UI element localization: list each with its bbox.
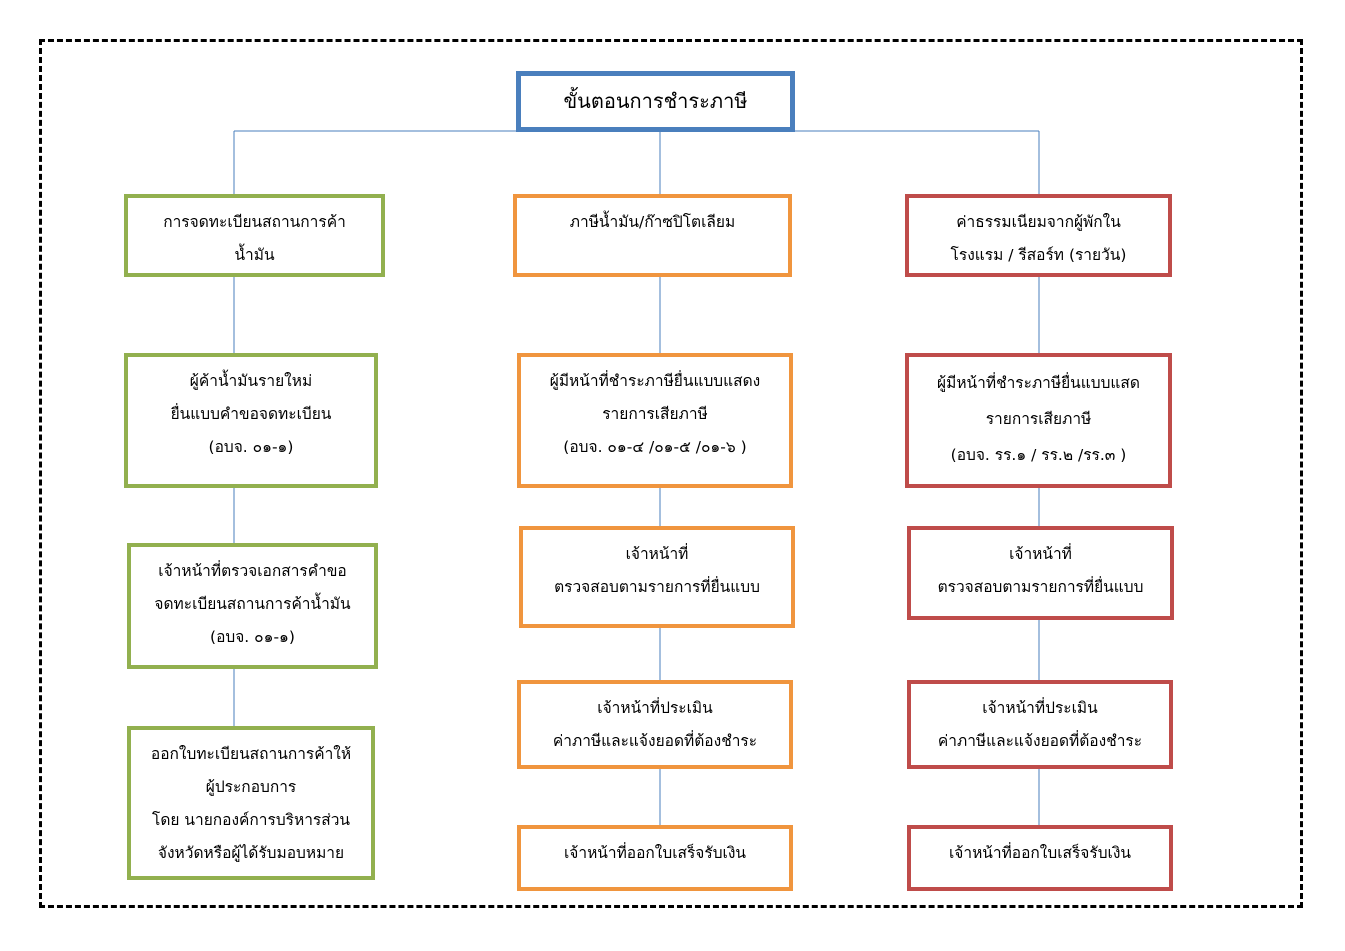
right-box-3-line-2: ตรวจสอบตามรายการที่ยื่นแบบ bbox=[937, 578, 1144, 596]
middle-box-3: เจ้าหน้าที่ ตรวจสอบตามรายการที่ยื่นแบบ bbox=[519, 526, 795, 628]
middle-box-5: เจ้าหน้าที่ออกใบเสร็จรับเงิน bbox=[517, 825, 793, 891]
right-box-1-line-2: โรงแรม / รีสอร์ท (รายวัน) bbox=[950, 246, 1127, 264]
middle-box-5-line-1: เจ้าหน้าที่ออกใบเสร็จรับเงิน bbox=[563, 844, 747, 862]
middle-box-4: เจ้าหน้าที่ประเมิน ค่าภาษีและแจ้งยอดที่ต… bbox=[517, 680, 793, 769]
right-box-2-line-1: ผู้มีหน้าที่ชำระภาษียื่นแบบแสด bbox=[937, 374, 1140, 392]
right-box-5: เจ้าหน้าที่ออกใบเสร็จรับเงิน bbox=[907, 825, 1173, 891]
right-box-1-line-1: ค่าธรรมเนียมจากผู้พักใน bbox=[956, 213, 1121, 231]
left-box-1: การจดทะเบียนสถานการค้า น้ำมัน bbox=[124, 194, 385, 277]
left-box-4-line-2: ผู้ประกอบการ bbox=[205, 778, 297, 796]
right-box-1: ค่าธรรมเนียมจากผู้พักใน โรงแรม / รีสอร์ท… bbox=[905, 194, 1172, 277]
middle-box-1: ภาษีน้ำมัน/ก๊าซปิโตเลียม bbox=[513, 194, 792, 277]
right-box-5-line-1: เจ้าหน้าที่ออกใบเสร็จรับเงิน bbox=[948, 844, 1132, 862]
left-box-3-line-2: จดทะเบียนสถานการค้าน้ำมัน bbox=[154, 595, 351, 613]
right-box-4: เจ้าหน้าที่ประเมิน ค่าภาษีและแจ้งยอดที่ต… bbox=[907, 680, 1173, 769]
right-box-2: ผู้มีหน้าที่ชำระภาษียื่นแบบแสด รายการเสี… bbox=[905, 353, 1172, 488]
right-box-2-line-2: รายการเสียภาษี bbox=[985, 410, 1092, 428]
right-box-3: เจ้าหน้าที่ ตรวจสอบตามรายการที่ยื่นแบบ bbox=[907, 526, 1174, 620]
middle-box-4-line-2: ค่าภาษีและแจ้งยอดที่ต้องชำระ bbox=[552, 732, 758, 750]
left-box-1-line-1: การจดทะเบียนสถานการค้า bbox=[163, 213, 346, 231]
middle-box-1-line-1: ภาษีน้ำมัน/ก๊าซปิโตเลียม bbox=[569, 213, 736, 231]
left-box-4-line-1: ออกใบทะเบียนสถานการค้าให้ bbox=[150, 745, 352, 763]
middle-box-3-line-2: ตรวจสอบตามรายการที่ยื่นแบบ bbox=[554, 578, 760, 596]
middle-box-2: ผู้มีหน้าที่ชำระภาษียื่นแบบแสดง รายการเส… bbox=[517, 353, 793, 488]
left-box-4-line-4: จังหวัดหรือผู้ได้รับมอบหมาย bbox=[157, 844, 345, 862]
left-box-3-line-3: (อบจ. ๐๑-๑) bbox=[210, 628, 295, 646]
left-box-2-line-1: ผู้ค้าน้ำมันรายใหม่ bbox=[189, 372, 313, 390]
left-box-1-line-2: น้ำมัน bbox=[234, 246, 275, 264]
right-box-3-line-1: เจ้าหน้าที่ bbox=[1009, 545, 1072, 563]
title-text: ขั้นตอนการชำระภาษี bbox=[563, 89, 748, 113]
title-box: ขั้นตอนการชำระภาษี bbox=[516, 71, 795, 132]
left-box-4: ออกใบทะเบียนสถานการค้าให้ ผู้ประกอบการ โ… bbox=[127, 726, 375, 880]
middle-box-2-line-1: ผู้มีหน้าที่ชำระภาษียื่นแบบแสดง bbox=[549, 372, 761, 390]
middle-box-3-line-1: เจ้าหน้าที่ bbox=[625, 545, 689, 563]
middle-box-4-line-1: เจ้าหน้าที่ประเมิน bbox=[597, 699, 713, 717]
right-box-4-line-1: เจ้าหน้าที่ประเมิน bbox=[982, 699, 1098, 717]
left-box-2-line-2: ยื่นแบบคำขอจดทะเบียน bbox=[170, 405, 332, 423]
left-box-2-line-3: (อบจ. ๐๑-๑) bbox=[208, 438, 294, 456]
middle-box-2-line-3: (อบจ. ๐๑-๔ /๐๑-๕ /๐๑-๖ ) bbox=[563, 438, 747, 456]
right-box-4-line-2: ค่าภาษีและแจ้งยอดที่ต้องชำระ bbox=[937, 732, 1143, 750]
left-box-3: เจ้าหน้าที่ตรวจเอกสารคำขอ จดทะเบียนสถานก… bbox=[127, 543, 378, 669]
left-box-2: ผู้ค้าน้ำมันรายใหม่ ยื่นแบบคำขอจดทะเบียน… bbox=[124, 353, 378, 488]
left-box-4-line-3: โดย นายกองค์การบริหารส่วน bbox=[152, 811, 350, 829]
middle-box-2-line-2: รายการเสียภาษี bbox=[602, 405, 708, 423]
right-box-2-line-3: (อบจ. รร.๑ / รร.๒ /รร.๓ ) bbox=[950, 446, 1127, 464]
dashed-frame bbox=[39, 39, 1303, 908]
left-box-3-line-1: เจ้าหน้าที่ตรวจเอกสารคำขอ bbox=[158, 562, 347, 580]
